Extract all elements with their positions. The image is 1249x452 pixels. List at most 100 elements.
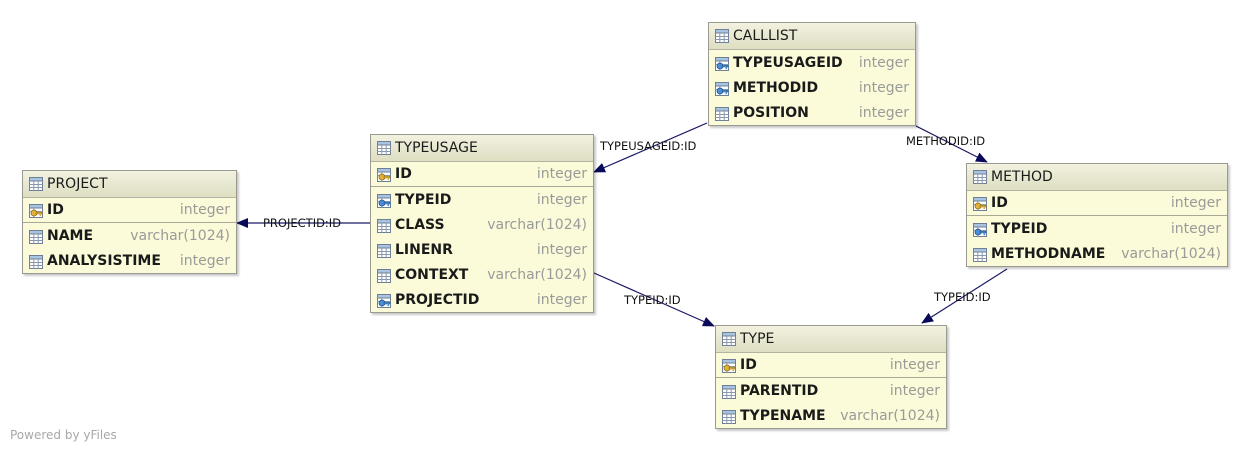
column-name: ID <box>395 166 412 182</box>
column-row[interactable]: CLASS varchar(1024) <box>371 212 593 237</box>
column-row[interactable]: ID integer <box>716 353 946 378</box>
foreign-key-icon <box>377 293 391 308</box>
edge-label-typeusage-typeid: TYPEID:ID <box>623 293 681 307</box>
foreign-key-icon <box>973 222 987 237</box>
column-row[interactable]: METHODID integer <box>709 75 915 100</box>
column-name: CLASS <box>395 216 445 233</box>
column-icon <box>715 106 729 121</box>
edge-typeusage-typeid[interactable]: TYPEID:ID <box>593 272 715 327</box>
column-row[interactable]: CONTEXT varchar(1024) <box>371 262 593 287</box>
column-name: PARENTID <box>740 382 819 399</box>
column-row[interactable]: ANALYSISTIME integer <box>23 248 236 273</box>
table-name: CALLLIST <box>733 28 798 44</box>
column-type: integer <box>179 252 230 269</box>
table-header[interactable]: PROJECT <box>23 171 236 198</box>
column-icon <box>722 409 736 424</box>
column-name: ID <box>47 202 64 218</box>
column-name: LINENR <box>395 241 453 258</box>
table-name: PROJECT <box>47 176 108 192</box>
edge-label-methodid: METHODID:ID <box>906 134 985 148</box>
table-header[interactable]: CALLLIST <box>709 23 915 50</box>
table-icon <box>715 29 729 43</box>
column-row[interactable]: TYPEUSAGEID integer <box>709 50 915 75</box>
column-name: ID <box>991 195 1008 211</box>
table-header[interactable]: TYPE <box>716 326 946 353</box>
column-icon <box>973 247 987 262</box>
edge-methodid[interactable]: METHODID:ID <box>906 125 988 163</box>
edge-projectid[interactable]: PROJECTID:ID <box>236 216 370 230</box>
table-icon <box>973 170 987 184</box>
edge-label-projectid: PROJECTID:ID <box>263 216 341 230</box>
column-name: TYPENAME <box>740 407 826 424</box>
column-name: ANALYSISTIME <box>47 252 161 269</box>
column-type: varchar(1024) <box>130 227 230 244</box>
table-typeusage[interactable]: TYPEUSAGE ID integer TYPEID integer CLAS… <box>370 134 594 313</box>
table-icon <box>722 332 736 346</box>
column-name: POSITION <box>733 104 809 121</box>
table-name: TYPE <box>740 331 775 347</box>
table-header[interactable]: METHOD <box>967 164 1227 191</box>
column-type: integer <box>536 166 587 182</box>
column-type: integer <box>858 104 909 121</box>
edge-label-method-typeid: TYPEID:ID <box>933 290 991 304</box>
table-type[interactable]: TYPE ID integer PARENTID integer TYPENAM… <box>715 325 947 429</box>
column-type: integer <box>1170 195 1221 211</box>
table-project[interactable]: PROJECT ID integer NAME varchar(1024) AN… <box>22 170 237 274</box>
column-type: integer <box>179 202 230 218</box>
primary-key-icon <box>973 196 987 211</box>
column-icon <box>377 268 391 283</box>
column-name: ID <box>740 357 757 373</box>
column-name: TYPEUSAGEID <box>733 54 843 71</box>
column-row[interactable]: LINENR integer <box>371 237 593 262</box>
foreign-key-icon <box>377 193 391 208</box>
column-name: NAME <box>47 227 94 244</box>
column-name: TYPEID <box>991 220 1048 237</box>
column-row[interactable]: PROJECTID integer <box>371 287 593 312</box>
column-icon <box>29 229 43 244</box>
column-row[interactable]: TYPEID integer <box>371 187 593 212</box>
column-type: varchar(1024) <box>487 216 587 233</box>
edge-label-typeusageid: TYPEUSAGEID:ID <box>599 139 697 153</box>
column-row[interactable]: PARENTID integer <box>716 378 946 403</box>
column-icon <box>29 254 43 269</box>
table-calllist[interactable]: CALLLIST TYPEUSAGEID integer METHODID in… <box>708 22 916 126</box>
column-icon <box>377 243 391 258</box>
column-row[interactable]: METHODNAME varchar(1024) <box>967 241 1227 266</box>
column-type: integer <box>858 79 909 96</box>
column-row[interactable]: TYPENAME varchar(1024) <box>716 403 946 428</box>
column-row[interactable]: ID integer <box>371 162 593 187</box>
column-row[interactable]: NAME varchar(1024) <box>23 223 236 248</box>
column-type: integer <box>889 357 940 373</box>
column-row[interactable]: TYPEID integer <box>967 216 1227 241</box>
table-header[interactable]: TYPEUSAGE <box>371 135 593 162</box>
column-name: METHODNAME <box>991 245 1106 262</box>
table-icon <box>377 141 391 155</box>
column-row[interactable]: ID integer <box>23 198 236 223</box>
table-name: METHOD <box>991 169 1053 185</box>
column-type: integer <box>536 241 587 258</box>
column-type: varchar(1024) <box>840 407 940 424</box>
edge-typeusageid[interactable]: TYPEUSAGEID:ID <box>593 122 708 173</box>
column-name: METHODID <box>733 79 819 96</box>
foreign-key-icon <box>715 56 729 71</box>
foreign-key-icon <box>715 81 729 96</box>
column-type: integer <box>536 291 587 308</box>
column-row[interactable]: ID integer <box>967 191 1227 216</box>
column-type: integer <box>858 54 909 71</box>
primary-key-icon <box>722 358 736 373</box>
powered-by-watermark: Powered by yFiles <box>10 428 117 442</box>
column-type: varchar(1024) <box>1121 245 1221 262</box>
column-row[interactable]: POSITION integer <box>709 100 915 125</box>
column-type: integer <box>536 191 587 208</box>
edge-method-typeid[interactable]: TYPEID:ID <box>921 268 1008 324</box>
column-name: CONTEXT <box>395 266 469 283</box>
table-method[interactable]: METHOD ID integer TYPEID integer METHODN… <box>966 163 1228 267</box>
column-type: integer <box>889 382 940 399</box>
column-icon <box>722 384 736 399</box>
column-type: varchar(1024) <box>487 266 587 283</box>
column-name: TYPEID <box>395 191 452 208</box>
table-icon <box>29 177 43 191</box>
primary-key-icon <box>29 203 43 218</box>
table-name: TYPEUSAGE <box>395 140 478 156</box>
